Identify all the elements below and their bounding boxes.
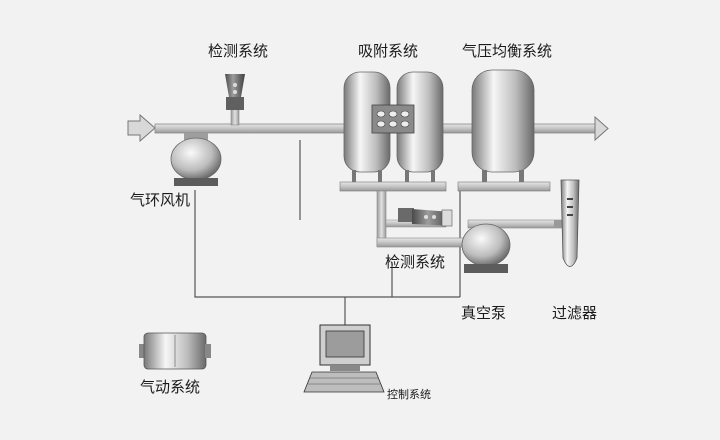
ring-blower-icon [170, 133, 222, 186]
label-pressure-balance-system: 气压均衡系统 [462, 42, 553, 60]
filter-icon [554, 179, 580, 267]
label-pneumatic-system: 气动系统 [140, 378, 201, 396]
pneumatic-unit-icon [139, 332, 211, 370]
label-filter: 过滤器 [552, 304, 598, 322]
pressure-balance-tank-icon [457, 69, 551, 192]
control-computer-icon [303, 324, 385, 393]
valve-manifold-icon [371, 104, 415, 134]
detection-sensor-bottom-icon [398, 208, 453, 227]
label-detection-system-bottom: 检测系统 [385, 253, 446, 271]
adsorption-base [339, 181, 447, 192]
detection-sensor-top-icon [225, 74, 245, 126]
label-vacuum-pump: 真空泵 [461, 304, 507, 322]
label-adsorption-system: 吸附系统 [358, 42, 419, 60]
label-control-system: 控制系统 [387, 388, 431, 401]
label-ring-blower: 气环风机 [130, 191, 191, 209]
label-detection-system-top: 检测系统 [208, 42, 269, 60]
vacuum-pump-icon [461, 219, 564, 273]
inlet-arrow-icon [127, 113, 156, 143]
